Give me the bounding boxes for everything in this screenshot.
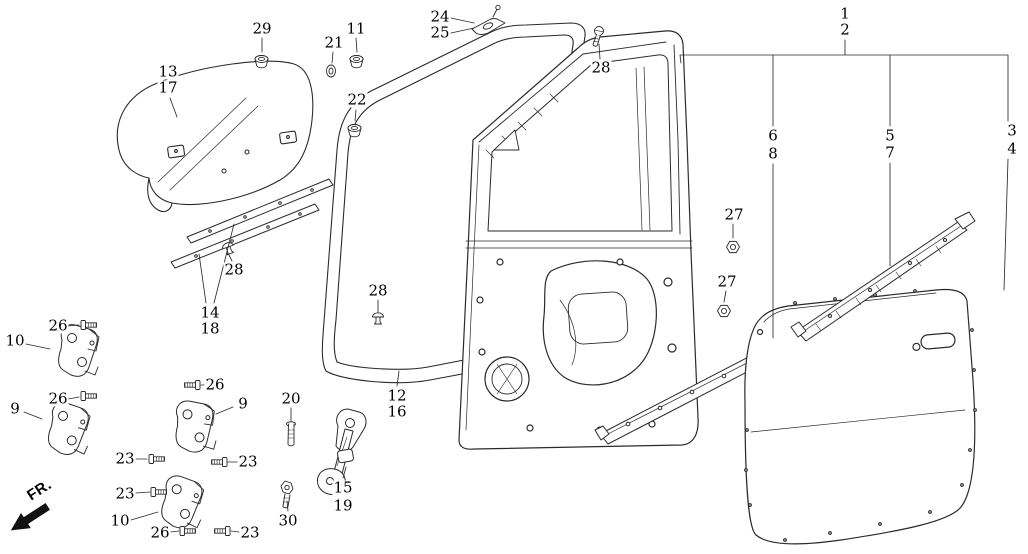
part-callout-18[interactable]: 18 xyxy=(199,319,221,338)
part-callout-2[interactable]: 2 xyxy=(839,20,851,39)
part-callout-27[interactable]: 27 xyxy=(716,272,738,291)
stud-bolt-20 xyxy=(286,421,296,447)
part-callout-28[interactable]: 28 xyxy=(367,281,389,300)
part-callout-30[interactable]: 30 xyxy=(277,511,299,530)
part-callout-26[interactable]: 26 xyxy=(204,375,226,394)
door-stiffener-upper xyxy=(790,211,976,342)
part-callout-23[interactable]: 23 xyxy=(237,452,259,471)
part-callout-25[interactable]: 25 xyxy=(429,23,451,42)
part-callout-20[interactable]: 20 xyxy=(280,389,302,408)
part-callout-26[interactable]: 26 xyxy=(47,389,69,408)
part-callout-23[interactable]: 23 xyxy=(114,484,136,503)
part-callout-26[interactable]: 26 xyxy=(47,316,69,335)
part-callout-19[interactable]: 19 xyxy=(332,496,354,515)
part-callout-3[interactable]: 3 xyxy=(1006,121,1018,140)
fr-arrow-icon xyxy=(10,503,50,531)
door-skin-panel xyxy=(744,288,977,545)
part-callout-17[interactable]: 17 xyxy=(157,78,179,97)
part-callout-28[interactable]: 28 xyxy=(590,58,612,77)
door-inner-panel xyxy=(458,30,699,450)
door-checker xyxy=(316,408,367,495)
part-callout-16[interactable]: 16 xyxy=(386,402,408,421)
part-callout-15[interactable]: 15 xyxy=(332,478,354,497)
part-callout-7[interactable]: 7 xyxy=(884,143,896,162)
sash-clip xyxy=(471,4,506,35)
part-callout-28[interactable]: 28 xyxy=(223,260,245,279)
bolt-30 xyxy=(280,480,294,509)
leader-lines xyxy=(23,17,1009,533)
o-ring-21 xyxy=(326,64,336,78)
part-callout-11[interactable]: 11 xyxy=(345,19,367,38)
part-callout-14[interactable]: 14 xyxy=(199,303,221,322)
part-callout-10[interactable]: 10 xyxy=(109,511,131,530)
screw-28 xyxy=(592,26,604,47)
part-callout-26[interactable]: 26 xyxy=(149,523,171,542)
part-callout-1[interactable]: 1 xyxy=(839,4,851,23)
door-insulator-panel xyxy=(116,60,314,213)
part-callout-9[interactable]: 9 xyxy=(9,399,21,418)
part-callout-23[interactable]: 23 xyxy=(239,523,261,542)
part-callout-13[interactable]: 13 xyxy=(157,62,179,81)
part-callout-4[interactable]: 4 xyxy=(1006,139,1018,158)
part-callout-23[interactable]: 23 xyxy=(114,449,136,468)
part-callout-24[interactable]: 24 xyxy=(429,7,451,26)
part-callout-8[interactable]: 8 xyxy=(767,144,779,163)
part-callout-22[interactable]: 22 xyxy=(346,90,368,109)
part-callout-5[interactable]: 5 xyxy=(884,126,896,145)
part-callout-6[interactable]: 6 xyxy=(767,126,779,145)
part-callout-10[interactable]: 10 xyxy=(4,331,26,350)
part-callout-29[interactable]: 29 xyxy=(251,19,273,38)
part-callout-9[interactable]: 9 xyxy=(237,394,249,413)
door-molding-strips xyxy=(170,178,334,269)
part-callout-21[interactable]: 21 xyxy=(323,33,345,52)
part-callout-12[interactable]: 12 xyxy=(386,386,408,405)
part-callout-27[interactable]: 27 xyxy=(723,205,745,224)
